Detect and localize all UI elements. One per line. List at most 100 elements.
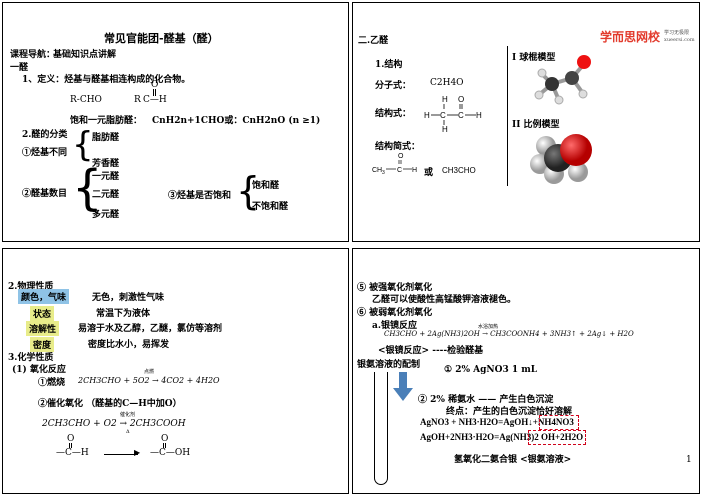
catalytic-condition: 催化剂 [120,412,136,418]
combustion-condition: 点燃 [144,369,155,375]
prop-key-1: 状态 [30,306,55,321]
down-arrow [393,372,413,401]
svg-text:3: 3 [382,170,385,176]
silver-mirror-note: <银镜反应> ----检验醛基 [378,346,484,356]
structure-heading: 1.结构 [375,60,403,70]
ball-stick-model-image [534,55,591,105]
prop-key-0: 颜色，气味 [18,289,70,304]
oxidation-heading: (1) 氧化反应 [12,365,66,375]
strong-oxidant-heading: ⑤ 被强氧化剂氧化 [357,283,433,293]
prop-val-3: 密度比水小，易挥发 [88,340,170,350]
mono-aldehyde: 一元醛 [92,172,120,182]
carboxyl-group-right: —C—OH [150,448,191,458]
class-by-saturation: ③烃基是否饱和 [168,191,232,201]
saturated-aldehyde-formula: CnH2n+1CHO或：CnH2nO (n ≥1) [152,116,321,126]
aldehyde-group-o-left: O [67,434,75,444]
page-number: 1 [686,455,692,465]
brace-2: { [72,160,103,216]
svg-text:O: O [458,95,464,104]
course-guide-label: 课程导航： [10,50,56,60]
aldehyde-group-o-right: O [161,434,169,444]
aldehyde-group-bond-left [69,443,72,448]
brace-3: { [236,169,261,213]
equation-agoh: AgNO3 + NH3·H2O=AgOH↓+NH4NO3 [420,417,574,427]
slide2-title: 二.乙醛 [358,36,389,46]
svg-text:H: H [476,111,482,120]
aldehyde-struct-double-bond [153,89,156,96]
class-by-count: ②醛基数目 [22,189,68,199]
brand-slogan: 学习无极限 [664,30,690,36]
agoh-highlight-box [539,415,579,430]
svg-text:C: C [397,167,402,174]
structural-formula-label: 结构式： [375,109,412,119]
test-tube-illustration [374,372,388,485]
simplified-formula-or: 或 [424,168,434,178]
slide-frame-bottom-right [352,248,700,494]
course-guide-text: 基础知识点讲解 [53,50,117,60]
silver-ammonia-prep-heading: 银氨溶液的配制 [357,360,421,370]
brand-logo-text: 学而思网校 [600,30,661,44]
strong-oxidant-text: 乙醛可以使酸性高锰酸钾溶液褪色。 [372,295,517,305]
prop-val-2: 易溶于水及乙醇，乙醚，氯仿等溶剂 [78,324,223,334]
catalytic-oxidation-equation: 2CH3CHO + O2 → 2CH3COOH [42,419,186,429]
physical-properties-heading: 2.物理性质 [8,282,54,292]
space-filling-model-image [530,134,592,184]
section-heading: 一醛 [10,63,29,73]
prop-key-2: 溶解性 [26,321,60,336]
rcho-formula: R-CHO [70,95,102,105]
aliphatic-aldehyde: 脂肪醛 [92,133,120,143]
classification-title: 2.醛的分类 [22,130,68,140]
combustion-label: ①燃烧 [38,378,66,388]
slide-frame-top-left [2,2,349,242]
formula-prefix: 饱和一元脂肪醛： [70,116,143,126]
silver-ammonia-name: 氢氧化二氨合银 <银氨溶液> [454,455,572,465]
slide-frame-bottom-left [2,248,349,494]
aldehyde-group-left: —C—H [56,448,89,458]
prop-key-3: 密度 [30,337,55,352]
aldehyde-group-bond-right [163,443,166,448]
svg-text:H: H [442,125,448,134]
step3-endpoint: 终点：产生的白色沉淀恰好溶解 [446,407,573,417]
catalytic-condition-heat: Δ [126,429,130,435]
unsaturated-aldehyde: 不饱和醛 [252,202,289,212]
svg-text:C: C [458,111,464,120]
aldehyde-struct-r: R [134,95,141,105]
poly-aldehyde: 多元醛 [92,210,120,220]
model-divider [507,46,508,186]
svg-text:O: O [398,153,404,160]
svg-text:CH: CH [372,167,382,174]
catalytic-oxidation-label: ②催化氧化 （醛基的C—H中加O） [38,399,182,409]
acetaldehyde-structural-formula: H H C C H O H [424,95,482,134]
silver-mirror-equation: CH3CHO + 2Ag(NH3)2OH → CH3COONH4 + 3NH3↑… [384,330,634,338]
oxidation-arrow [104,454,138,455]
saturated-aldehyde: 饱和醛 [252,181,280,191]
weak-oxidant-heading: ⑥ 被弱氧化剂氧化 [357,308,433,318]
slide-frame-top-right [352,2,700,242]
brace-1: { [72,125,94,165]
equation-silver-ammonia: AgOH+2NH3·H2O=Ag(NH3)2 OH+2H2O [420,432,584,442]
prop-val-1: 常温下为液体 [96,309,151,319]
silver-mirror-heading: a.银镜反应 [372,321,417,331]
svg-text:H: H [424,111,430,120]
definition-text: 1、定义：烃基与醛基相连构成的化合物。 [22,75,191,85]
step1-agno3: ① 2% AgNO3 1 mL [444,365,538,375]
simplified-formula-ch3cho: CH3CHO [442,166,476,175]
brand-url: xueersi.com [664,37,695,43]
aromatic-aldehyde: 芳香醛 [92,159,120,169]
slide1-title: 常见官能团-醛基（醛） [104,32,219,45]
svg-text:C: C [440,111,446,120]
step2-ammonia: ② 2% 稀氨水 —— 产生白色沉淀 [418,395,554,405]
aldehyde-struct-ch: C—H [143,95,167,105]
simplified-formula-label: 结构简式： [375,142,421,152]
space-filling-label: II 比例模型 [512,120,560,130]
chemical-properties-heading: 3.化学性质 [8,353,54,363]
prop-val-0: 无色，刺激性气味 [92,293,165,303]
oxidation-arrow-head: ▶ [134,448,141,457]
complex-highlight-box [528,430,586,445]
class-by-hydrocarbon: ①烃基不同 [22,148,68,158]
molecular-formula-label: 分子式： [375,81,412,91]
svg-text:H: H [442,95,448,104]
svg-text:H: H [412,167,417,174]
di-aldehyde: 二元醛 [92,190,120,200]
